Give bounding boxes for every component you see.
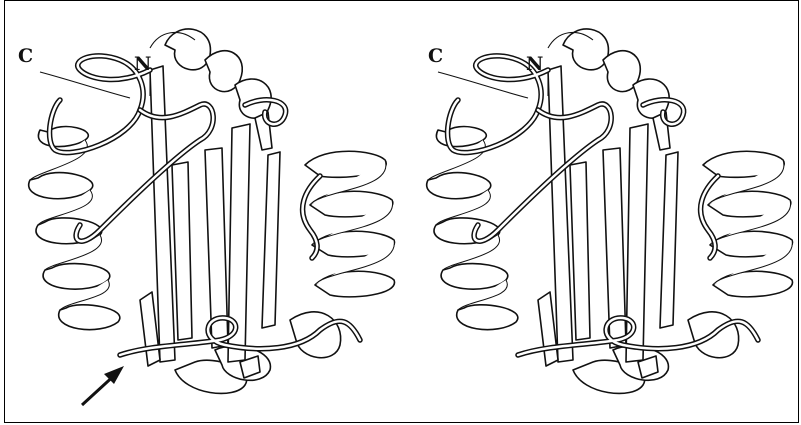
- right-stereo-panel: C N: [427, 29, 793, 393]
- arrow-icon: [82, 366, 124, 405]
- n-terminus-label: N: [526, 53, 543, 75]
- c-terminus-label: C: [18, 45, 33, 67]
- n-terminus-label: N: [134, 53, 151, 75]
- left-stereo-panel: C N: [18, 29, 394, 405]
- c-terminus-label: C: [428, 45, 443, 67]
